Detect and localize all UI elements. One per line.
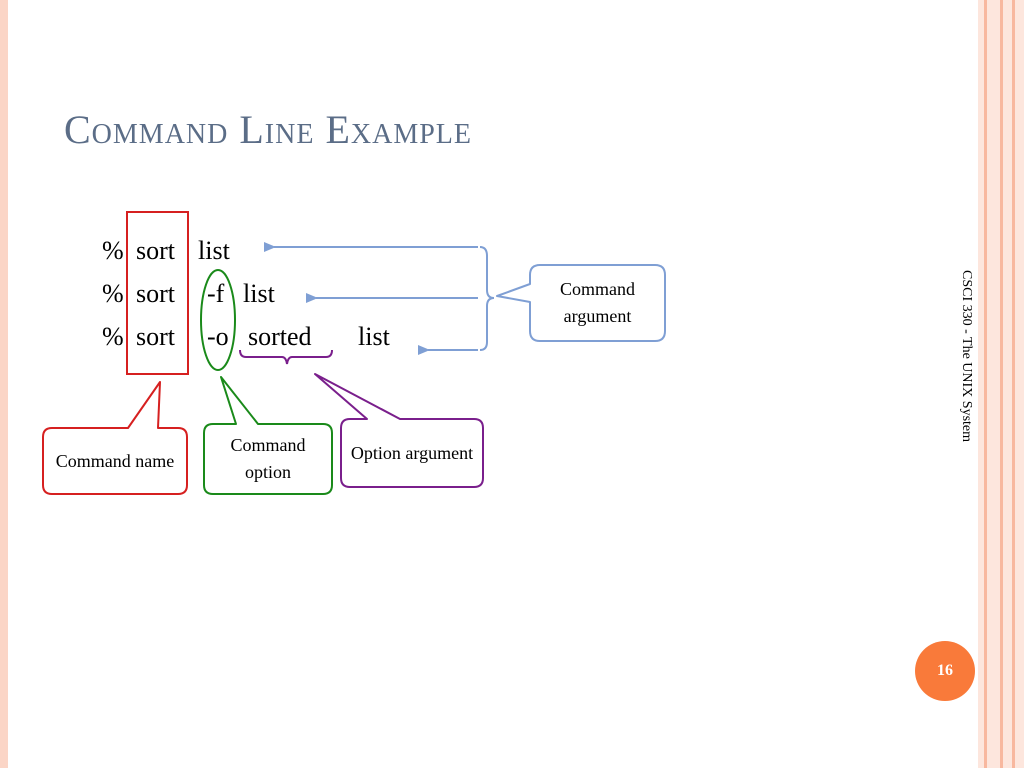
command-name: sort	[136, 279, 175, 308]
option-argument-callout: Option argument	[345, 421, 479, 485]
option-argument: sorted	[248, 322, 312, 351]
command-argument-bracket	[479, 246, 495, 351]
command-name-highlight-box	[126, 211, 189, 375]
command-option-highlight-ellipse	[200, 269, 236, 371]
command-name-callout-shape	[42, 381, 188, 495]
option-argument-callout-text: Option argument	[350, 442, 474, 463]
command-option-callout-text: Command option	[230, 435, 306, 482]
command-argument-callout: Command argument	[534, 268, 661, 338]
command-argument-callout-shape	[496, 264, 666, 342]
slide-border-right	[978, 0, 1024, 768]
slide-title: Command Line Example	[64, 107, 472, 152]
command-option-callout-shape	[203, 376, 333, 495]
command-argument-callout-text: Command argument	[560, 279, 635, 326]
page-number-badge: 16	[915, 641, 975, 701]
command-argument: list	[198, 236, 230, 265]
command-name: sort	[136, 322, 175, 351]
command-argument: list	[243, 279, 275, 308]
command-argument: list	[358, 322, 390, 351]
command-name: sort	[136, 236, 175, 265]
command-name-callout: Command name	[50, 430, 180, 492]
prompt-symbol: %	[102, 236, 124, 265]
slide-border-left	[0, 0, 8, 768]
prompt-symbol: %	[102, 322, 124, 351]
command-option: -o	[207, 322, 229, 351]
command-name-callout-text: Command name	[55, 450, 175, 471]
command-option: -f	[207, 279, 225, 308]
option-argument-brace	[239, 349, 333, 365]
course-footer: CSCI 330 - The UNIX System	[959, 270, 974, 443]
option-argument-callout-shape	[314, 373, 484, 488]
command-option-callout: Command option	[208, 426, 328, 492]
prompt-symbol: %	[102, 279, 124, 308]
